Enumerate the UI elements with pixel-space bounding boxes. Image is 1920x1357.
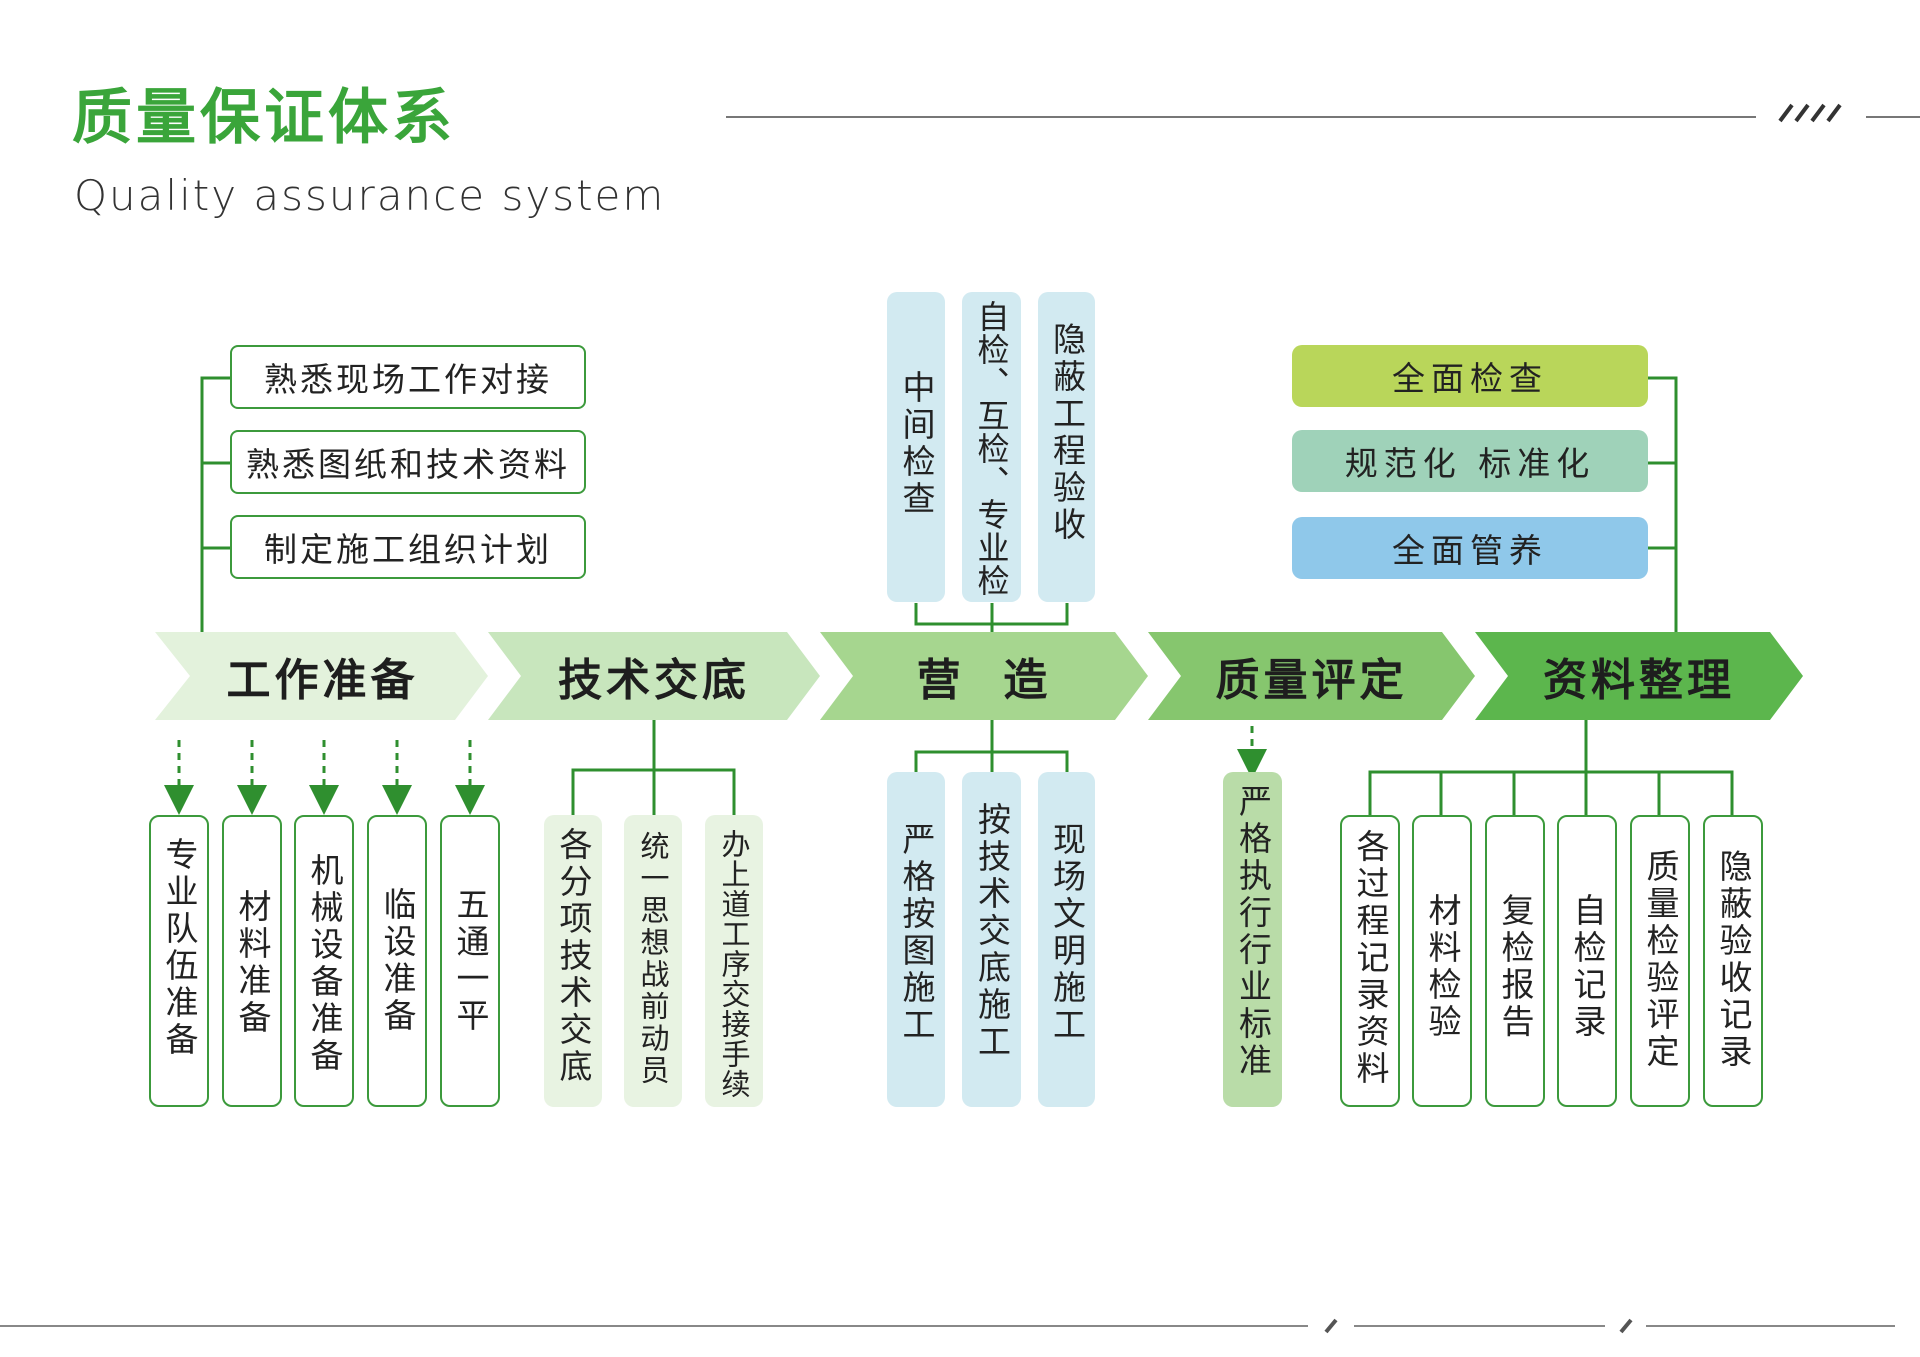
prep-item-label: 机械设备准备 <box>305 853 344 1075</box>
slash-deco-icon <box>1778 103 1842 123</box>
build-check-box: 隐蔽工程验收 <box>1038 292 1095 602</box>
docs-item-box: 自检记录 <box>1557 815 1617 1107</box>
tech-item-label: 办上道工序交接手续 <box>717 829 751 1099</box>
page-title: 质量保证体系 <box>72 83 456 153</box>
docs-goal-box: 全面管养 <box>1292 517 1648 579</box>
tech-item-box: 统一思想战前动员 <box>624 815 682 1107</box>
docs-item-box: 材料检验 <box>1412 815 1472 1107</box>
docs-item-label: 各过程记录资料 <box>1351 829 1390 1088</box>
prep-task-box: 制定施工组织计划 <box>230 515 586 579</box>
build-check-label: 隐蔽工程验收 <box>1047 322 1087 544</box>
prep-item-label: 五通一平 <box>451 887 490 1035</box>
stage-arrow-docs <box>1475 632 1803 720</box>
prep-item-label: 临设准备 <box>378 887 417 1035</box>
stage-arrow-tech <box>488 632 820 720</box>
docs-item-box: 质量检验评定 <box>1630 815 1690 1107</box>
dashed-arrow-icons <box>164 726 1267 815</box>
build-item-label: 严格按图施工 <box>897 822 936 1044</box>
build-check-box: 中间检查 <box>887 292 945 602</box>
prep-item-box: 专业队伍准备 <box>149 815 209 1107</box>
prep-item-box: 材料准备 <box>222 815 282 1107</box>
footer-slash-icon-2 <box>1619 1318 1633 1334</box>
prep-task-box: 熟悉图纸和技术资料 <box>230 430 586 494</box>
build-check-box: 自检、互检、专业检 <box>962 292 1021 602</box>
stage-arrow-quality <box>1148 632 1475 720</box>
quality-item-box: 严格执行行业标准 <box>1223 772 1282 1107</box>
page-subtitle: Quality assurance system <box>74 171 666 220</box>
docs-item-box: 各过程记录资料 <box>1340 815 1400 1107</box>
docs-item-label: 自检记录 <box>1568 893 1607 1041</box>
stage-label-tech: 技术交底 <box>558 655 750 706</box>
docs-goal-box: 全面检查 <box>1292 345 1648 407</box>
prep-item-box: 五通一平 <box>440 815 500 1107</box>
prep-task-box: 熟悉现场工作对接 <box>230 345 586 409</box>
stage-arrow-build <box>820 632 1148 720</box>
stage-arrow-prep <box>155 632 488 720</box>
prep-item-label: 专业队伍准备 <box>160 837 199 1059</box>
stage-label-prep: 工作准备 <box>226 655 419 706</box>
build-item-box: 按技术交底施工 <box>962 772 1021 1107</box>
tech-item-box: 各分项技术交底 <box>544 815 602 1107</box>
docs-item-label: 质量检验评定 <box>1641 849 1680 1071</box>
build-item-box: 现场文明施工 <box>1038 772 1095 1107</box>
docs-item-box: 隐蔽验收记录 <box>1703 815 1763 1107</box>
prep-item-label: 材料准备 <box>233 889 272 1037</box>
docs-item-label: 隐蔽验收记录 <box>1714 849 1753 1071</box>
connector-lines <box>200 376 1734 815</box>
build-check-label: 自检、互检、专业检 <box>972 300 1011 597</box>
docs-item-box: 复检报告 <box>1485 815 1545 1107</box>
docs-goal-box: 规范化 标准化 <box>1292 430 1648 492</box>
prep-item-box: 机械设备准备 <box>294 815 354 1107</box>
quality-item-label: 严格执行行业标准 <box>1233 784 1273 1080</box>
tech-item-label: 统一思想战前动员 <box>636 831 670 1087</box>
footer-slash-icon-1 <box>1324 1318 1338 1334</box>
stage-label-docs: 资料整理 <box>1543 655 1735 706</box>
docs-item-label: 复检报告 <box>1496 893 1535 1041</box>
docs-item-label: 材料检验 <box>1423 893 1462 1041</box>
stage-label-build: 营 造 <box>916 655 1052 706</box>
tech-item-label: 各分项技术交底 <box>554 827 593 1086</box>
build-item-box: 严格按图施工 <box>887 772 945 1107</box>
stage-label-quality: 质量评定 <box>1215 655 1408 706</box>
build-check-label: 中间检查 <box>897 370 936 518</box>
prep-item-box: 临设准备 <box>367 815 427 1107</box>
tech-item-box: 办上道工序交接手续 <box>705 815 763 1107</box>
build-item-label: 现场文明施工 <box>1047 822 1087 1044</box>
build-item-label: 按技术交底施工 <box>972 802 1012 1061</box>
